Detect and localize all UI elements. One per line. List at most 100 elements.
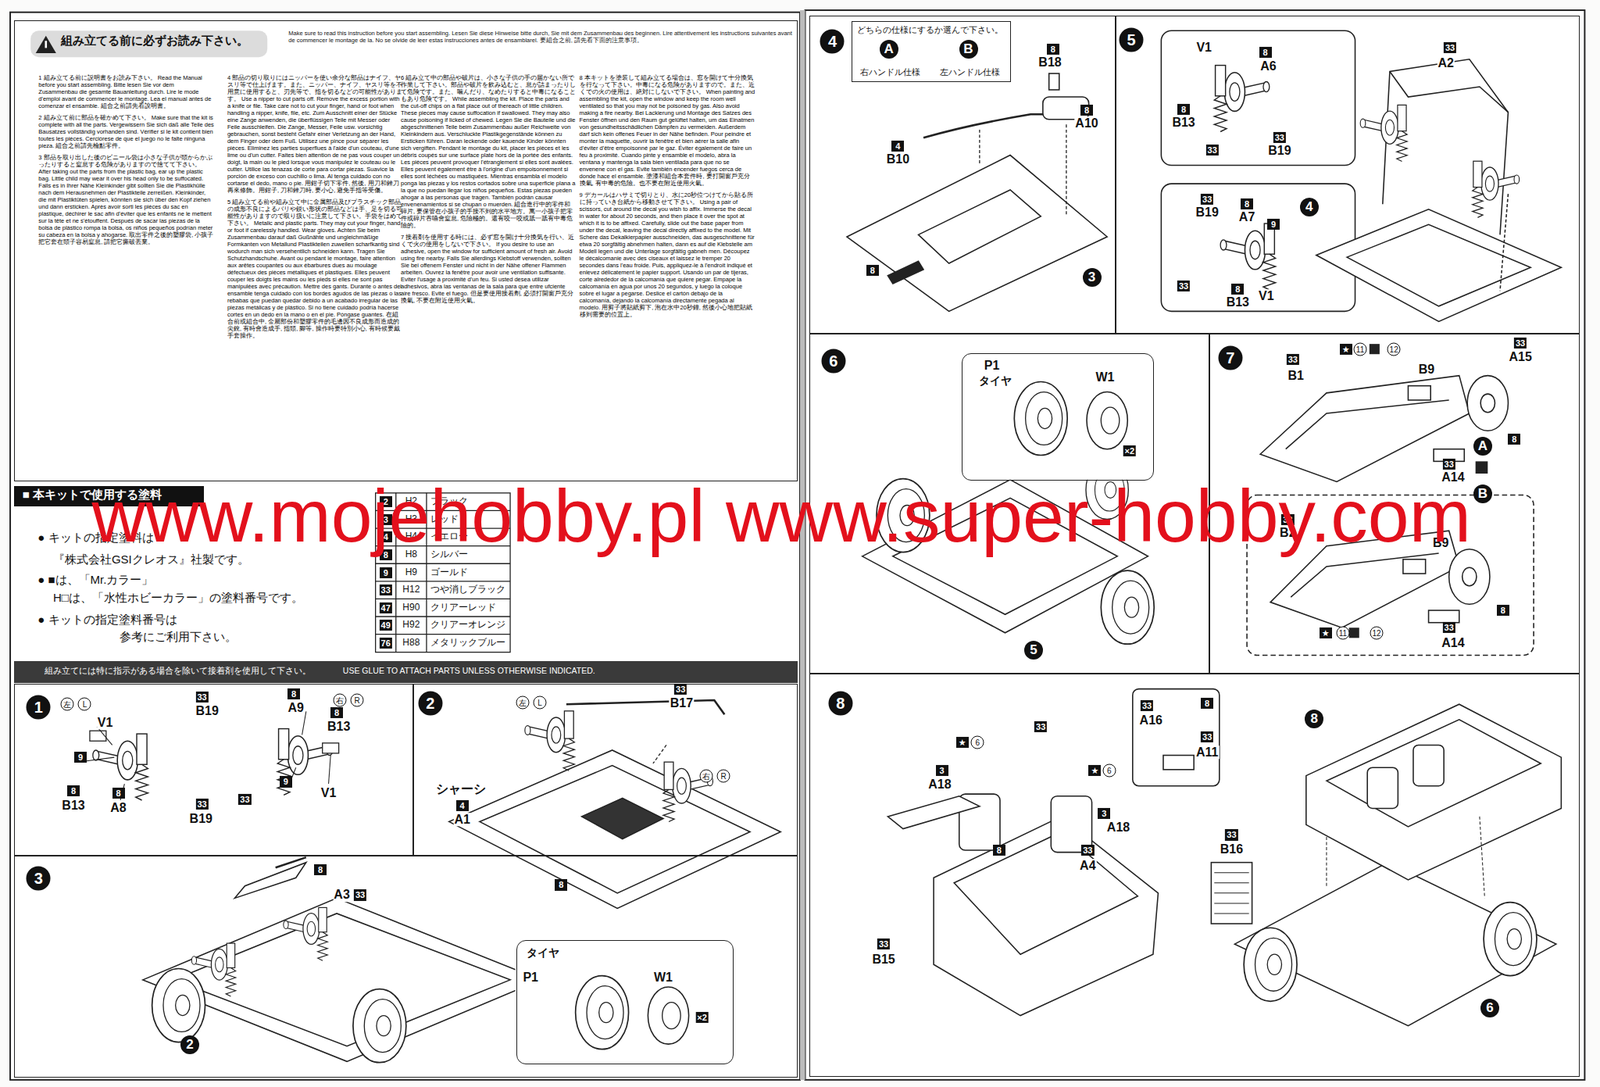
part-number: B15 (871, 952, 896, 967)
table-cell: H88 (402, 637, 420, 648)
table-cell: H12 (402, 585, 420, 596)
part-number: B13 (1225, 295, 1250, 310)
paint-code: ★ (1319, 627, 1333, 639)
paint-code: 33 (379, 584, 393, 596)
paint-code: 33 (1200, 731, 1214, 743)
option-note: どちらの仕様にするか選んで下さい。右ハンドル仕様左ハンドル仕様 (851, 21, 1011, 83)
marker-symbol: 右 (332, 693, 347, 708)
watermark: www.mojehobby.pl www.super-hobby.com (92, 474, 1472, 557)
node-text: 右ハンドル仕様 (852, 67, 929, 78)
paint-code: 33 (1514, 337, 1527, 349)
part-number: A9 (287, 701, 305, 716)
part-number: B18 (1037, 55, 1062, 70)
step-number: 8 (828, 690, 853, 715)
node-text: タイヤ (525, 946, 561, 959)
note-line: H□は、「水性ホビーカラー」の塗料番号です。 (53, 591, 304, 605)
part-number: A18 (927, 778, 952, 793)
step-number: 5 (1119, 27, 1144, 52)
part-number: W1 (653, 970, 674, 985)
paint-code: 33 (1177, 280, 1190, 292)
paint-code: 47 (379, 602, 393, 614)
step-reference: 3 (1082, 267, 1102, 287)
marker-symbol: R (717, 768, 731, 783)
step-reference: B (1473, 484, 1493, 504)
step-number: 4 (820, 29, 845, 54)
part-number: A11 (1195, 745, 1219, 760)
part-number: B16 (1219, 842, 1244, 857)
part-number: A8 (109, 801, 127, 816)
part-number: P1 (983, 358, 1001, 373)
marker-symbol: 11 (1335, 625, 1350, 640)
text-column: 4 部品の切り取りにはニッパーを使い余分な部品はナイフ、ヤスリ等で仕上げます。ま… (227, 74, 404, 344)
node-text: 組み立てる前に必ずお読み下さい。 (60, 33, 249, 47)
text-column: 8 本キットを塗装して組み立てる場合は、窓を開けて十分換気を行なって下さい。中毒… (579, 74, 756, 323)
warning-paragraph: 7 接着剤を使用する時には、必ず窓を開け十分換気を行い、近くで火の使用をしないで… (400, 233, 577, 304)
part-number: B19 (1194, 205, 1219, 220)
note-line: ● ■は、「Mr.カラー」 (37, 573, 154, 587)
table-cell: クリアーオレンジ (430, 620, 506, 631)
part-number: B17 (669, 696, 694, 711)
warning-paragraph: 4 部品の切り取りにはニッパーを使い余分な部品はナイフ、ヤスリ等で仕上げます。ま… (227, 74, 404, 194)
paint-code: 33 (1140, 699, 1154, 711)
paint-code: 33 (1286, 353, 1300, 365)
warning-paragraph: 8 本キットを塗装して組み立てる場合は、窓を開けて十分換気を行なって下さい。中毒… (579, 74, 756, 187)
part-number: V1 (96, 715, 115, 730)
table-cell: H90 (402, 602, 420, 613)
marker-symbol: 11 (1353, 342, 1368, 356)
step-panel: 4どちらの仕様にするか選んで下さい。右ハンドル仕様左ハンドル仕様 (809, 15, 1116, 335)
node-text: タイヤ (977, 374, 1014, 387)
part-number: A14 (1440, 635, 1465, 650)
paint-code: 8 (1200, 697, 1214, 709)
part-number: B13 (1171, 115, 1196, 130)
paint-code: 8 (330, 707, 343, 718)
paint-code: 9 (74, 751, 87, 763)
paint-code: 33 (1200, 193, 1214, 205)
warning-panel: 1 組み立てる前に説明書をお読み下さい。 Read the Manual bef… (14, 20, 798, 482)
text-column: 1 組み立てる前に説明書をお読み下さい。 Read the Manual bef… (38, 74, 215, 250)
paint-code: 3 (1097, 807, 1111, 819)
paint-code: 33 (195, 798, 208, 810)
part-number: A3 (332, 888, 350, 903)
marker-symbol: 6 (971, 735, 985, 749)
step-panel: 8 (809, 673, 1580, 1077)
paint-code: 8 (1240, 198, 1254, 210)
table-cell: ゴールド (430, 567, 468, 578)
paint-code: 33 (1442, 458, 1456, 470)
paint-code: 4 (456, 799, 469, 811)
table-cell: クリアーレッド (430, 602, 497, 613)
part-number: A7 (1238, 210, 1256, 225)
paint-code: 8 (1080, 104, 1093, 116)
step-number: 1 (26, 694, 51, 719)
paint-code: 4 (891, 140, 904, 152)
warning-paragraph: 1 組み立てる前に説明書をお読み下さい。 Read the Manual bef… (38, 74, 215, 110)
part-number: A4 (1078, 858, 1097, 873)
paint-code: 49 (379, 619, 393, 631)
part-number: A1 (453, 812, 471, 827)
warning-paragraph: 3 部品を取り出した後のビニール袋は小さな子供が頭からかぶったりすると窒息する危… (38, 153, 215, 246)
step-reference: 5 (1024, 640, 1043, 660)
paint-code: 33 (1206, 144, 1219, 156)
table-cell: メタリックブルー (430, 637, 506, 648)
paint-code: 33 (674, 683, 687, 695)
part-number: B1 (1287, 368, 1305, 383)
marker-symbol: 6 (1102, 764, 1116, 778)
paint-code: 33 (1225, 828, 1238, 840)
part-number: V1 (1195, 41, 1213, 56)
table-cell: H92 (402, 620, 420, 631)
paint-code: 33 (877, 938, 890, 950)
part-number: V1 (320, 785, 338, 800)
paint-code: 8 (1177, 103, 1190, 115)
marker-symbol: 12 (1387, 342, 1401, 356)
warning-paragraph: 9 デカールはハサミで切りとり、水に20秒位つけてから貼る所に持っていき台紙から… (579, 191, 756, 318)
part-number: B10 (885, 152, 911, 167)
paint-code: 8 (1259, 46, 1272, 58)
node-text: 左ハンドル仕様 (932, 67, 1008, 78)
step-reference: A (1473, 436, 1493, 456)
paint-code: 33 (1443, 42, 1457, 54)
paint-code: 33 (238, 793, 251, 805)
paint-code: 76 (379, 637, 393, 649)
glue-band: 組み立てには特に指示がある場合を除いて接着剤を使用して下さい。USE GLUE … (14, 660, 798, 683)
paint-code: 8 (1046, 43, 1060, 55)
table-cell: つや消しブラック (430, 585, 506, 596)
